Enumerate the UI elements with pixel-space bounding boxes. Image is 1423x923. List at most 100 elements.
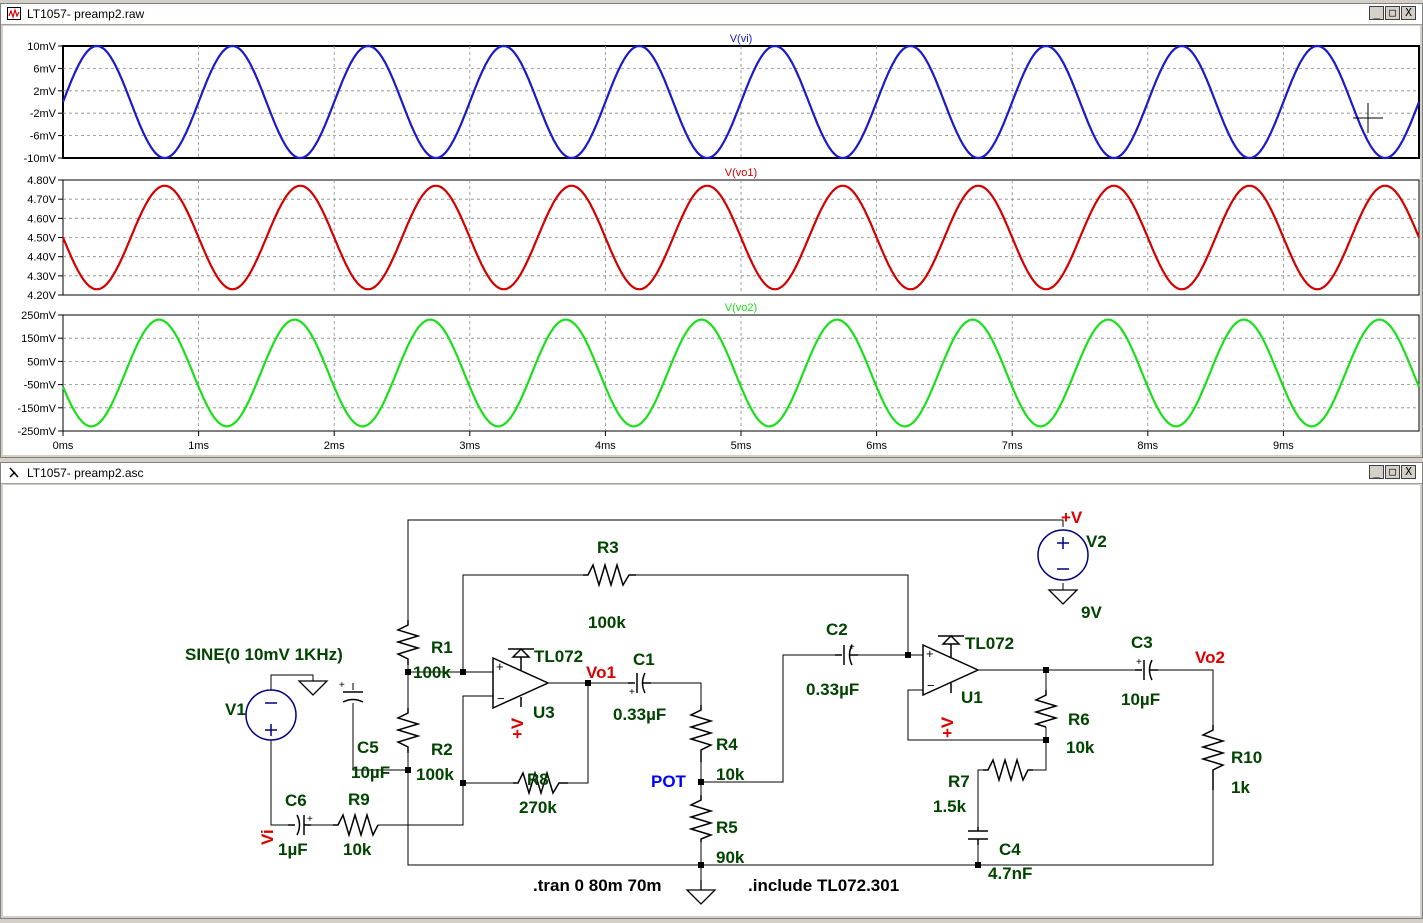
- label-c1[interactable]: C1: [633, 650, 655, 669]
- label-v2-value[interactable]: 9V: [1081, 603, 1102, 622]
- label-r2-value[interactable]: 100k: [416, 765, 454, 784]
- wire[interactable]: [378, 695, 493, 826]
- schematic-drawing[interactable]: + + + + +: [3, 485, 1420, 918]
- label-r9[interactable]: R9: [348, 790, 370, 809]
- wire[interactable]: [701, 654, 835, 783]
- label-c6[interactable]: C6: [285, 791, 307, 810]
- wire[interactable]: [636, 574, 909, 655]
- label-c2-value[interactable]: 0.33µF: [806, 680, 859, 699]
- supply-label-u3[interactable]: +V: [508, 717, 527, 739]
- trace-title[interactable]: V(vo2): [725, 302, 757, 314]
- wire[interactable]: [352, 703, 408, 771]
- close-button[interactable]: X: [1401, 465, 1416, 479]
- label-r2[interactable]: R2: [431, 740, 453, 759]
- resistor-r5[interactable]: [688, 795, 714, 842]
- wire[interactable]: [270, 740, 288, 826]
- label-r10-value[interactable]: 1k: [1231, 778, 1250, 797]
- trace-vvo1[interactable]: [61, 184, 1421, 291]
- label-c1-value[interactable]: 0.33µF: [613, 705, 666, 724]
- trace-title[interactable]: V(vo1): [725, 167, 757, 179]
- label-c4[interactable]: C4: [999, 840, 1021, 859]
- voltage-source-v2[interactable]: [1037, 529, 1089, 581]
- restore-button[interactable]: □: [1385, 465, 1400, 479]
- trace-title[interactable]: V(vi): [730, 33, 753, 45]
- resistor-r8[interactable]: [513, 770, 568, 796]
- label-r8-value[interactable]: 270k: [519, 798, 557, 817]
- waveform-plots[interactable]: 10mV6mV2mV-2mV-6mV-10mVV(vi)4.80V4.70V4.…: [3, 26, 1421, 456]
- schematic-canvas[interactable]: + + + + +: [3, 485, 1420, 916]
- label-r7-value[interactable]: 1.5k: [933, 797, 967, 816]
- minimize-button[interactable]: _: [1369, 465, 1384, 479]
- wire[interactable]: [651, 682, 702, 705]
- label-c5-value[interactable]: 10µF: [351, 763, 390, 782]
- close-button[interactable]: X: [1401, 6, 1416, 20]
- directive-tran[interactable]: .tran 0 80m 70m: [533, 876, 662, 895]
- label-v2[interactable]: V2: [1086, 532, 1107, 551]
- capacitor-c5[interactable]: [342, 691, 364, 703]
- directive-include[interactable]: .include TL072.301: [748, 876, 899, 895]
- resistor-r6[interactable]: [1033, 690, 1059, 728]
- capacitor-c6[interactable]: [288, 814, 311, 836]
- label-c2[interactable]: C2: [826, 620, 848, 639]
- schematic-titlebar[interactable]: LT1057- preamp2.asc _ □ X: [1, 463, 1422, 484]
- restore-button[interactable]: □: [1385, 6, 1400, 20]
- label-r1-value[interactable]: 100k: [413, 663, 451, 682]
- label-r10[interactable]: R10: [1231, 748, 1262, 767]
- resistor-r10[interactable]: [1200, 725, 1226, 790]
- plot-pane-2[interactable]: 4.80V4.70V4.60V4.50V4.40V4.30V4.20VV(vo1…: [27, 167, 1421, 302]
- net-label-vo1[interactable]: Vo1: [586, 663, 616, 682]
- label-r4[interactable]: R4: [716, 735, 738, 754]
- resistor-r7[interactable]: [983, 757, 1033, 783]
- resistor-r1[interactable]: [395, 620, 421, 665]
- net-label-vo2[interactable]: Vo2: [1195, 648, 1225, 667]
- minimize-button[interactable]: _: [1369, 6, 1384, 20]
- wire[interactable]: [462, 574, 583, 672]
- label-r3[interactable]: R3: [597, 538, 619, 557]
- capacitor-c3[interactable]: [1135, 659, 1158, 681]
- trace-vvo2[interactable]: [61, 318, 1421, 428]
- label-r5[interactable]: R5: [716, 818, 738, 837]
- wire[interactable]: [978, 669, 1047, 690]
- net-label-vi[interactable]: Vi: [258, 829, 277, 845]
- wire[interactable]: [977, 769, 983, 827]
- wire[interactable]: [1158, 669, 1214, 725]
- supply-label-v2-plus[interactable]: +V: [1061, 508, 1083, 527]
- wire[interactable]: [270, 674, 314, 690]
- resistor-r3[interactable]: [583, 562, 636, 588]
- voltage-source-v1[interactable]: [245, 689, 297, 741]
- opamp-u3[interactable]: [492, 647, 550, 710]
- wire[interactable]: [407, 753, 1214, 866]
- net-label-pot[interactable]: POT: [651, 772, 687, 791]
- label-c3-value[interactable]: 10µF: [1121, 690, 1160, 709]
- wire[interactable]: [353, 672, 408, 708]
- capacitor-c1[interactable]: [628, 672, 651, 694]
- label-r6[interactable]: R6: [1068, 710, 1090, 729]
- sine-source-label[interactable]: SINE(0 10mV 1KHz): [185, 645, 343, 664]
- resistor-r4[interactable]: [688, 705, 714, 762]
- waveform-titlebar[interactable]: LT1057- preamp2.raw _ □ X: [1, 4, 1422, 25]
- label-u3[interactable]: U3: [533, 703, 555, 722]
- label-r4-value[interactable]: 10k: [716, 765, 745, 784]
- capacitor-c2[interactable]: [835, 644, 858, 666]
- resistor-r9[interactable]: [333, 812, 379, 838]
- label-u1-model[interactable]: TL072: [965, 634, 1014, 653]
- label-c4-value[interactable]: 4.7nF: [988, 864, 1032, 883]
- wire[interactable]: [1033, 740, 1047, 771]
- label-r7[interactable]: R7: [948, 772, 970, 791]
- trace-vvi[interactable]: [61, 44, 1421, 160]
- label-r5-value[interactable]: 90k: [716, 848, 745, 867]
- wire[interactable]: [407, 519, 1064, 620]
- label-r1[interactable]: R1: [431, 638, 453, 657]
- resistor-r2[interactable]: [395, 708, 421, 753]
- label-c3[interactable]: C3: [1131, 633, 1153, 652]
- plot-pane-3[interactable]: 250mV150mV50mV-50mV-150mV-250mVV(vo2)0ms…: [17, 302, 1421, 452]
- label-r3-value[interactable]: 100k: [588, 613, 626, 632]
- label-r8[interactable]: R8: [527, 770, 549, 789]
- label-u3-model[interactable]: TL072: [534, 647, 583, 666]
- label-r9-value[interactable]: 10k: [343, 840, 372, 859]
- supply-label-u1[interactable]: +V: [938, 716, 957, 738]
- label-r6-value[interactable]: 10k: [1066, 738, 1095, 757]
- label-c5[interactable]: C5: [357, 738, 379, 757]
